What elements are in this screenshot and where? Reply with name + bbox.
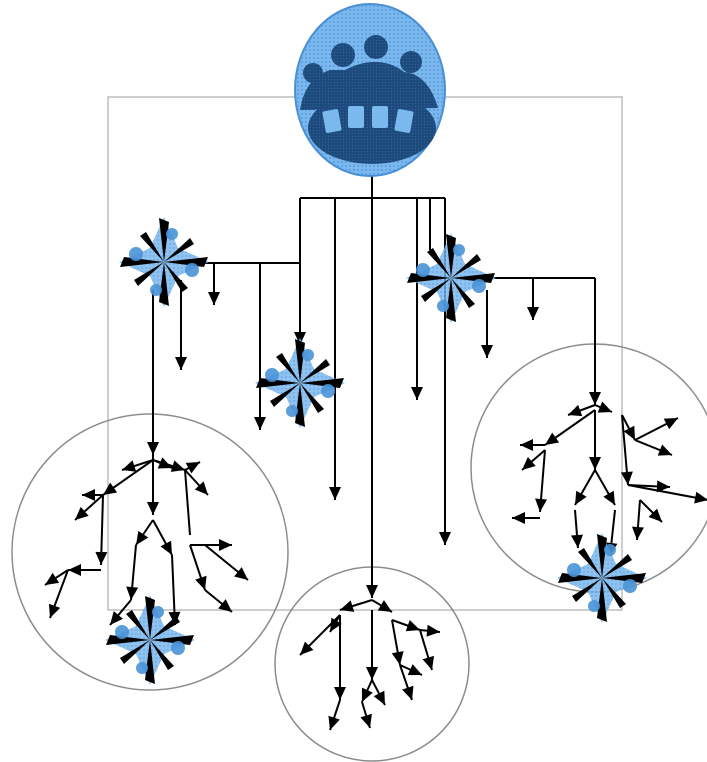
connector-line	[627, 484, 707, 501]
cluster-ring-right	[470, 343, 707, 593]
arrowhead	[623, 425, 635, 440]
arrowhead	[340, 600, 355, 612]
arrowhead	[126, 586, 139, 600]
connector-lines	[44, 176, 707, 731]
connector-line	[184, 469, 191, 536]
arrowhead	[328, 715, 340, 730]
arrowhead	[234, 567, 248, 580]
arrowhead	[512, 512, 525, 524]
star-node-4	[105, 595, 195, 685]
arrowhead	[360, 713, 372, 728]
arrowhead	[426, 624, 440, 637]
arrowhead	[110, 611, 123, 625]
arrowhead	[195, 575, 207, 590]
arrowhead	[366, 667, 378, 680]
arrowhead	[407, 664, 422, 676]
arrowhead	[657, 444, 672, 456]
group-meeting-icon	[294, 3, 446, 177]
arrowhead	[522, 456, 536, 470]
arrowhead	[575, 490, 587, 505]
arrowhead	[48, 603, 61, 618]
arrowhead	[589, 457, 601, 470]
arrowhead	[219, 539, 232, 551]
arrowhead	[95, 551, 108, 565]
cluster-ring-left	[11, 413, 289, 691]
arrowhead	[82, 489, 95, 501]
arrowhead	[402, 685, 414, 700]
arrowhead	[527, 307, 539, 320]
arrowhead	[620, 471, 633, 485]
arrowhead	[366, 585, 378, 598]
arrowhead	[136, 530, 149, 545]
arrowhead	[170, 460, 185, 472]
arrowhead	[694, 491, 707, 504]
arrowhead	[147, 502, 159, 515]
arrowhead	[334, 687, 346, 700]
star-node-3	[255, 338, 345, 428]
arrowhead	[481, 345, 493, 358]
arrowhead	[330, 617, 342, 632]
star-node-1	[119, 217, 209, 307]
arrowhead	[254, 417, 266, 430]
arrowhead	[411, 387, 423, 400]
arrowhead	[568, 404, 583, 417]
arrowhead	[103, 482, 118, 495]
arrowhead	[329, 487, 341, 500]
arrowhead	[535, 498, 548, 512]
arrowhead	[175, 357, 187, 370]
star-node-2	[406, 233, 496, 323]
arrowhead	[439, 532, 451, 545]
arrowhead	[597, 401, 612, 413]
arrowhead	[373, 690, 385, 705]
arrowhead	[75, 506, 89, 520]
arrowhead	[147, 442, 159, 455]
arrowhead	[570, 534, 583, 548]
arrowhead	[656, 480, 670, 493]
arrowhead	[663, 418, 678, 430]
arrowhead	[377, 600, 392, 612]
arrowhead	[208, 292, 220, 305]
arrowhead	[194, 481, 208, 495]
arrowhead	[160, 540, 172, 555]
arrowhead	[361, 687, 373, 702]
arrowhead	[218, 599, 232, 612]
arrowhead	[603, 490, 615, 505]
arrowhead	[631, 526, 644, 540]
arrowhead	[45, 572, 60, 585]
arrowhead	[422, 655, 435, 670]
arrowhead	[391, 651, 404, 665]
arrowhead	[589, 392, 601, 405]
arrowhead	[300, 641, 314, 655]
arrowhead	[545, 432, 560, 445]
arrowhead	[185, 462, 200, 474]
arrowhead	[520, 439, 533, 451]
arrowhead	[405, 619, 420, 632]
arrowhead	[648, 508, 662, 522]
arrowhead	[122, 460, 137, 472]
arrowhead	[68, 564, 81, 576]
